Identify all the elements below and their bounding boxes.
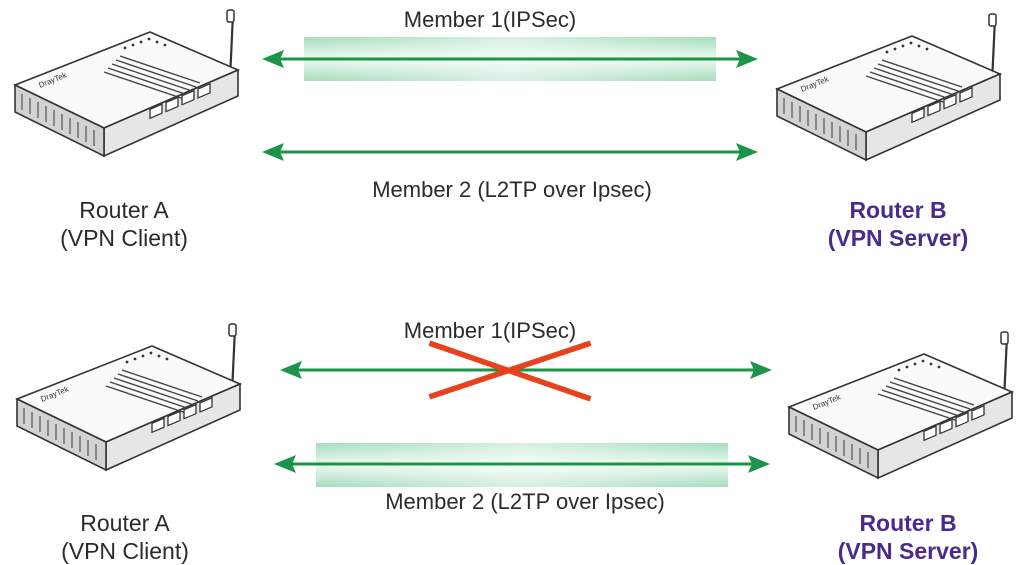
member-1-label: Member 1(IPSec) [404,7,576,32]
router-b-role: (VPN Server) [838,538,979,564]
member-1-label: Member 1(IPSec) [404,318,576,343]
member-1-link-arrow [280,361,772,379]
member-1-link-arrow [262,50,758,68]
member-2-link-arrow [262,143,758,161]
cross-icon [428,340,592,402]
router-a-icon [13,8,240,158]
router-a-icon [15,322,242,472]
scenario-2: Member 1(IPSec) Member 2 (L2TP over Ipse… [15,318,1014,564]
router-b-name: Router B [849,197,946,223]
router-a-role: (VPN Client) [60,225,188,251]
router-a-role: (VPN Client) [61,538,189,564]
router-b-name: Router B [859,510,956,536]
router-a-name: Router A [80,510,170,536]
member-2-label: Member 2 (L2TP over Ipsec) [372,177,652,202]
router-a-name: Router A [79,197,169,223]
scenario-1: Member 1(IPSec) Member 2 (L2TP over Ipse… [13,7,1002,251]
router-b-role: (VPN Server) [828,225,969,251]
router-b-icon [787,330,1014,480]
member-2-label: Member 2 (L2TP over Ipsec) [385,489,665,514]
member-2-link-arrow [274,455,770,473]
router-b-icon [775,12,1002,162]
